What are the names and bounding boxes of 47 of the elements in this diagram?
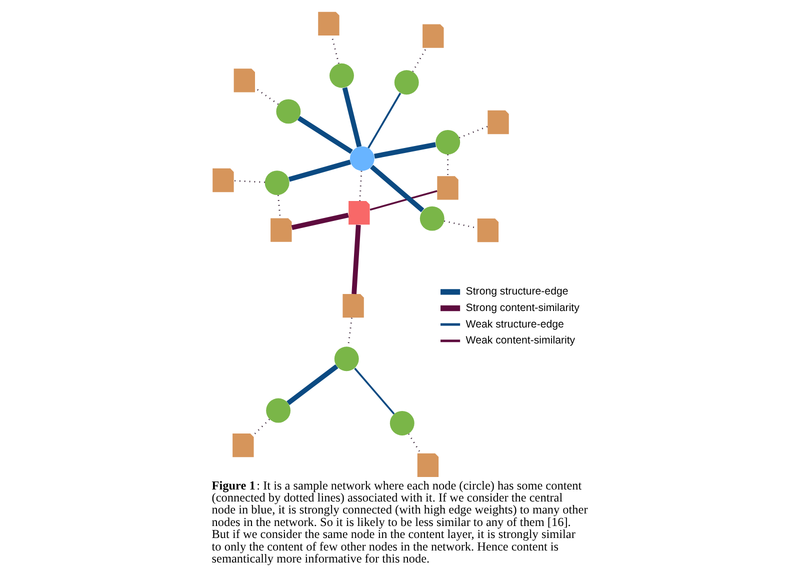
node-circle [420, 206, 444, 231]
node-circle [334, 346, 359, 372]
node-circle [436, 130, 460, 154]
connector [408, 433, 422, 454]
connector [342, 87, 362, 148]
legend-label: Strong structure-edge [466, 286, 568, 298]
caption: Figure 1: It is a sample network where each node (circle) has some content (connected by dotted lines) associated with it. If we consider the central node in blue, it is strongly connected (with high edge weights) to many other nodes in the network. So it is likely to be less similar to any of them [16]. But if we consider the same node in the content layer, it is strongly similar to only the content of few other nodes in the network. Hence content is semantically more informative for this node. [212, 478, 588, 566]
node-document [234, 68, 255, 92]
connector [354, 368, 395, 414]
node-document [422, 24, 444, 48]
connector [254, 87, 279, 105]
connector [352, 224, 361, 294]
node-circle [330, 63, 354, 88]
connector [370, 190, 438, 211]
connector [234, 180, 265, 183]
node-document [417, 453, 439, 478]
connector [412, 48, 427, 72]
node-circle [394, 70, 419, 95]
node-document [318, 12, 340, 36]
node-document [342, 294, 364, 318]
connector [288, 160, 351, 182]
connector [374, 142, 436, 159]
connector [368, 92, 402, 148]
connector [447, 154, 449, 176]
node-circle [266, 398, 291, 423]
node-document [232, 433, 254, 458]
connector [459, 126, 488, 138]
connector [286, 364, 338, 406]
node-document [437, 176, 458, 200]
connector [359, 170, 362, 201]
node-document [348, 200, 370, 225]
connector [297, 116, 353, 154]
node-circle [350, 146, 374, 171]
legend-label: Weak content-similarity [466, 334, 576, 347]
legend-label: Weak structure-edge [466, 318, 564, 330]
node-document [212, 168, 234, 192]
connector [253, 418, 270, 436]
node-circle [390, 411, 414, 436]
node-circle [264, 170, 290, 196]
node-document [488, 110, 509, 134]
node-circle [276, 99, 301, 124]
connector [277, 195, 281, 218]
connector [291, 212, 349, 230]
legend-label: Strong content-similarity [466, 302, 580, 314]
node-document [270, 218, 292, 242]
node-document [477, 218, 499, 242]
connector [370, 164, 424, 212]
